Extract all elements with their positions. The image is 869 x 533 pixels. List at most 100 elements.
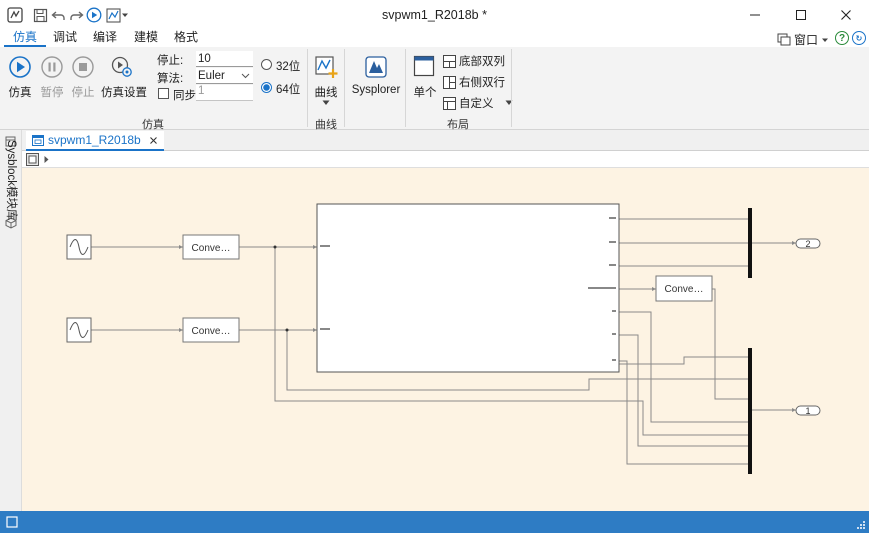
undo-icon[interactable] [49,6,67,24]
model-canvas[interactable]: Conve… Conve… Conve… [22,168,869,511]
radio-32bit-label: 32位 [276,61,301,73]
document-tab-bar: svpwm1_R2018b [22,130,869,151]
custom-layout-button[interactable]: 自定义 [443,95,513,111]
block-diagram: Conve… Conve… Conve… [66,203,821,474]
signal-line [274,247,748,436]
update-icon[interactable]: ↻ [852,31,866,45]
radio-32bit[interactable] [261,59,272,70]
pause-icon [40,55,66,81]
sync-value-input[interactable]: 1 [196,85,253,101]
layout-group-label: 布局 [447,119,469,131]
signal-line [619,356,748,365]
model-file-icon [32,134,44,146]
tab-debug[interactable]: 调试 [53,30,78,44]
tab-simulation[interactable]: 仿真 [4,30,47,47]
simulate-icon[interactable] [8,55,34,81]
sine-source-block-2[interactable] [66,317,92,343]
group-divider [344,49,345,127]
model-root-icon[interactable] [26,153,39,166]
mux-block-top[interactable] [748,208,752,278]
chevron-down-icon [822,38,828,42]
convert-block-label: Conve… [192,326,231,337]
plot-quick-icon[interactable] [104,6,122,24]
chevron-down-icon[interactable] [322,100,330,106]
outport-block-1[interactable]: 1 [795,405,821,416]
dock-grip-icon[interactable] [5,136,16,147]
help-icon[interactable]: ? [835,31,849,45]
tab-modeling[interactable]: 建模 [134,30,159,44]
breadcrumb [22,151,869,168]
group-divider [511,49,512,127]
bottom-double-icon [443,54,456,68]
curve-button[interactable]: 曲线 [314,87,338,99]
group-divider [307,49,308,127]
minimize-button[interactable] [732,2,778,28]
app-logo-icon [6,6,24,24]
signal-line [286,330,748,391]
single-layout-icon [413,55,437,79]
mux-block-bottom[interactable] [748,348,752,474]
simulate-button[interactable]: 仿真 [8,87,32,99]
curve-group-label: 曲线 [315,119,337,131]
ribbon-tab-bar: 仿真 调试 编译 建模 格式 [0,30,869,47]
document-tab-label: svpwm1_R2018b [48,133,141,147]
tab-format[interactable]: 格式 [174,30,199,44]
left-dock [0,130,22,511]
resize-grip-icon[interactable] [855,519,866,530]
tab-compile[interactable]: 编译 [93,30,118,44]
sine-source-block-1[interactable] [66,234,92,260]
radio-64bit[interactable] [261,82,272,93]
svpwm-subsystem-block[interactable] [316,203,620,373]
stop-button[interactable]: 停止 [71,87,95,99]
convert-block-label: Conve… [665,284,704,295]
bottom-double-label: 底部双列 [459,56,505,68]
curve-icon [314,55,340,81]
right-double-row-button[interactable]: 右侧双行 [443,74,505,90]
algorithm-value: Euler [198,69,225,82]
right-double-label: 右侧双行 [459,77,505,89]
stop-time-input[interactable] [196,51,253,67]
convert-block-3[interactable]: Conve… [655,275,713,302]
algorithm-select[interactable]: Euler [196,68,253,84]
ribbon: 仿真 暂停 停止 仿真设置 停止: 算法: Euler 同步 1 32位 64位… [0,47,869,131]
chevron-down-icon [241,73,250,78]
single-layout-button[interactable]: 单个 [413,87,437,99]
pause-button[interactable]: 暂停 [40,87,64,99]
signal-line [619,360,748,465]
close-icon[interactable] [149,136,158,145]
module-library-icon[interactable] [5,217,17,229]
convert-block-1[interactable]: Conve… [182,234,240,260]
maximize-button[interactable] [778,2,824,28]
sync-label: 同步 [173,90,196,102]
signal-line [619,311,748,423]
title-bar: svpwm1_R2018b * [0,0,869,30]
outport-block-2[interactable]: 2 [795,238,821,249]
right-double-icon [443,75,456,89]
radio-64bit-label: 64位 [276,84,301,96]
close-window-button[interactable] [823,2,869,28]
module-library-tab[interactable]: Sysblock模块库 [5,140,17,221]
status-bar [0,511,869,533]
stop-time-label: 停止: [157,55,184,67]
outport-number: 1 [805,406,810,416]
status-square-icon[interactable] [6,516,18,528]
window-layout-icon [777,33,791,46]
run-quick-icon[interactable] [85,6,103,24]
window-menu-label: 窗口 [793,33,818,47]
redo-icon[interactable] [67,6,85,24]
simulation-settings-icon [110,55,136,81]
simulation-settings-button[interactable]: 仿真设置 [101,87,147,99]
chevron-right-icon[interactable] [43,155,50,164]
sysplorer-button[interactable]: Sysplorer [351,84,401,96]
quick-access-dropdown-icon[interactable] [120,6,130,24]
signal-line [619,334,748,447]
bottom-double-column-button[interactable]: 底部双列 [443,53,505,69]
save-icon[interactable] [31,6,49,24]
simulate-group-label: 仿真 [142,119,164,131]
chevron-down-icon [505,100,512,105]
document-tab[interactable]: svpwm1_R2018b [26,131,164,151]
sync-checkbox[interactable] [158,88,169,99]
outport-number: 2 [805,239,810,249]
convert-block-2[interactable]: Conve… [182,317,240,343]
window-menu-button[interactable]: 窗口 [777,31,829,48]
